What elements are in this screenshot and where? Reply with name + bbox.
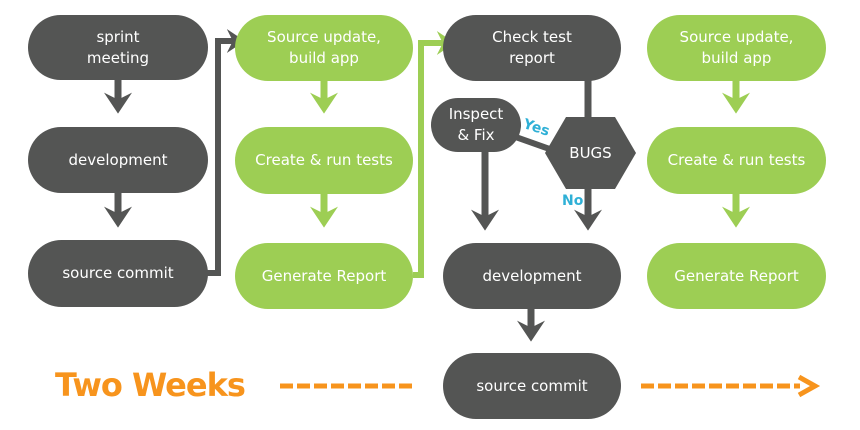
- node-check-test-report: Check test report: [443, 15, 621, 81]
- arrow-report-to-check: [413, 31, 455, 278]
- node-inspect-fix: Inspect & Fix: [431, 98, 521, 152]
- node-generate-report-2: Generate Report: [647, 243, 826, 309]
- arrow-commit-to-build: [207, 29, 245, 276]
- bugs-hexagon: [545, 117, 636, 189]
- timeline-label: Two Weeks: [55, 366, 246, 404]
- node-source-commit: source commit: [28, 240, 208, 307]
- node-source-commit-2: source commit: [443, 353, 621, 419]
- node-create-run-tests: Create & run tests: [235, 127, 413, 194]
- decision-bugs-label: BUGS: [569, 144, 612, 162]
- node-create-run-tests-2: Create & run tests: [647, 127, 826, 194]
- node-development-2: development: [443, 243, 621, 309]
- node-sprint-meeting: sprint meeting: [28, 15, 208, 80]
- node-generate-report: Generate Report: [235, 243, 413, 309]
- node-source-update-build: Source update, build app: [235, 15, 413, 81]
- timeline-arrowhead: [797, 374, 821, 398]
- node-development: development: [28, 127, 208, 193]
- node-source-update-build-2: Source update, build app: [647, 15, 826, 81]
- decision-no-label: No: [562, 193, 584, 209]
